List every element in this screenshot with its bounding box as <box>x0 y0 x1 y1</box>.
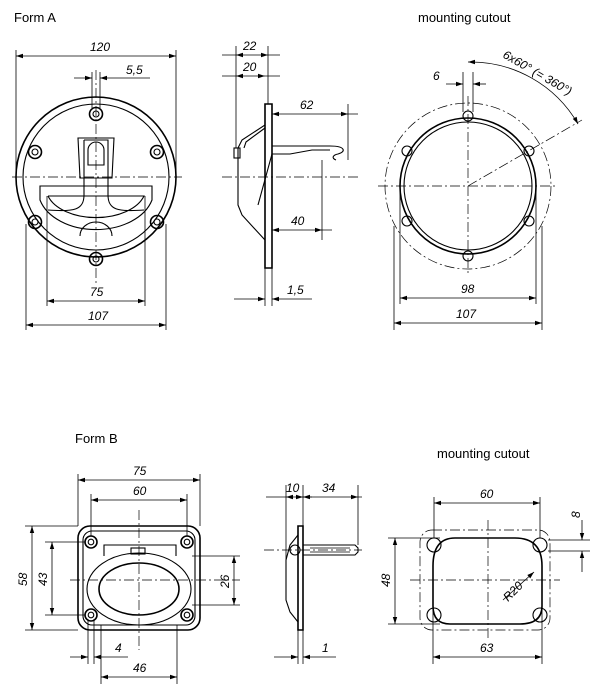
dim-40: 40 <box>291 214 305 228</box>
form-b-side-dimensions: 10 34 1 <box>266 481 362 664</box>
dim-c-60: 60 <box>480 487 494 501</box>
form-b-side-view <box>264 525 362 631</box>
dim-5-5: 5,5 <box>126 63 143 77</box>
dim-b-34: 34 <box>322 481 336 495</box>
form-a-cutout-title: mounting cutout <box>418 10 511 25</box>
dim-b-60: 60 <box>133 484 147 498</box>
form-b-cutout-dimensions: 60 8 48 R20 63 <box>379 487 590 664</box>
form-b-front-view <box>70 510 240 650</box>
dim-75: 75 <box>90 285 104 299</box>
dim-b-43: 43 <box>36 572 50 586</box>
form-a-cutout-dimensions: 6 6x60° (= 360°) 98 107 <box>393 47 580 330</box>
dim-6: 6 <box>433 69 440 83</box>
dim-107-cutout: 107 <box>456 307 477 321</box>
dim-b-26: 26 <box>218 574 232 589</box>
form-b-title: Form B <box>75 431 118 446</box>
dim-c-48: 48 <box>379 573 393 587</box>
dim-b-10: 10 <box>286 481 300 495</box>
dim-c-63: 63 <box>480 641 494 655</box>
form-b-cutout-title: mounting cutout <box>437 446 530 461</box>
form-a-title: Form A <box>14 10 56 25</box>
form-a-cutout-view <box>378 96 583 276</box>
dim-120: 120 <box>90 40 110 54</box>
dim-b-75: 75 <box>133 464 147 478</box>
dim-1-5: 1,5 <box>287 283 304 297</box>
dim-b-46: 46 <box>133 661 147 675</box>
dim-22: 22 <box>242 39 257 53</box>
dim-c-8: 8 <box>569 511 583 518</box>
form-a-front-view <box>12 70 182 285</box>
dim-angle: 6x60° (= 360°) <box>501 47 575 98</box>
dim-107: 107 <box>88 309 109 323</box>
form-a-hole <box>88 106 104 122</box>
form-a-front-dimensions: 120 5,5 75 107 <box>15 40 177 330</box>
dim-b-58: 58 <box>16 572 30 586</box>
form-a-side-dimensions: 22 20 62 40 1,5 <box>222 39 358 306</box>
dim-b-1: 1 <box>322 641 329 655</box>
form-a-side-view <box>222 103 360 269</box>
dim-98: 98 <box>461 282 475 296</box>
dim-20: 20 <box>242 60 257 74</box>
form-b-front-dimensions: 75 60 58 43 26 4 <box>16 464 240 684</box>
dim-b-4: 4 <box>115 641 122 655</box>
dim-62: 62 <box>300 98 314 112</box>
